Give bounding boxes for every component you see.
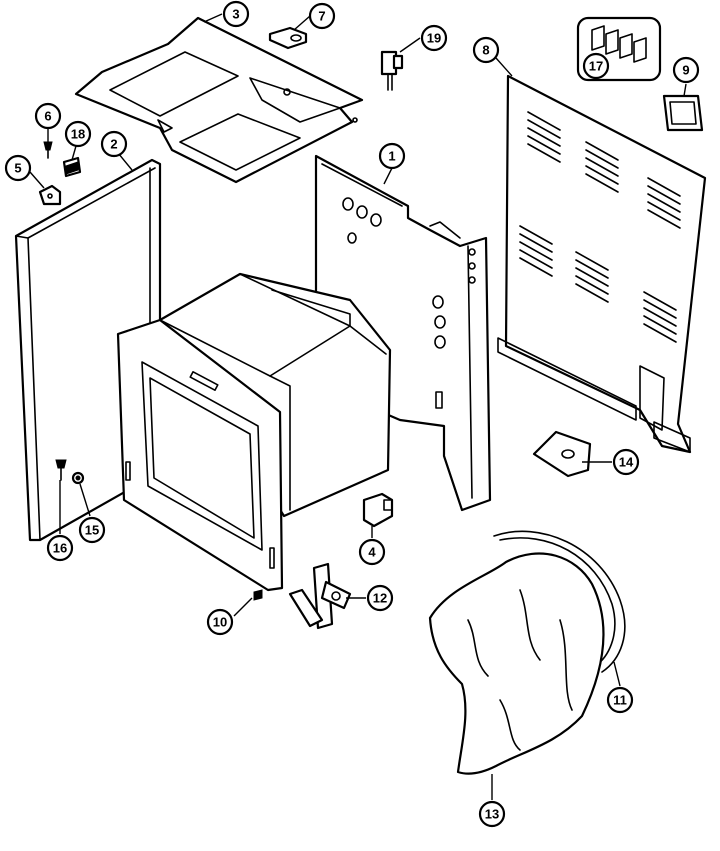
screw-6	[43, 141, 53, 159]
square-plate	[662, 94, 704, 132]
callout-15: 15	[78, 516, 106, 544]
insulation-ring	[493, 530, 626, 673]
callout-17: 17	[582, 52, 610, 80]
switch	[380, 50, 404, 91]
callout-18: 18	[64, 120, 92, 148]
svg-text:2: 2	[110, 137, 117, 152]
top-panel	[74, 16, 364, 184]
back-panel-vents	[519, 111, 681, 343]
bracket-14	[532, 430, 592, 478]
svg-text:3: 3	[232, 7, 239, 22]
svg-text:1: 1	[388, 149, 395, 164]
svg-text:12: 12	[373, 591, 387, 606]
callout-5: 5	[4, 154, 32, 182]
svg-text:14: 14	[619, 455, 634, 470]
callout-3: 3	[222, 0, 250, 28]
small-bracket	[268, 26, 308, 50]
callout-13: 13	[478, 800, 506, 828]
callout-10: 10	[206, 608, 234, 636]
side-panel	[314, 154, 492, 512]
svg-text:7: 7	[318, 9, 325, 24]
callout-19: 19	[420, 24, 448, 52]
callout-16: 16	[46, 534, 74, 562]
bracket-4	[362, 492, 394, 528]
svg-text:19: 19	[427, 31, 441, 46]
insulation-blanket	[428, 552, 605, 775]
oven-cavity	[116, 272, 392, 592]
svg-text:9: 9	[682, 63, 689, 78]
leader-lines	[29, 13, 687, 800]
callout-9: 9	[672, 56, 700, 84]
svg-text:10: 10	[213, 615, 227, 630]
svg-text:13: 13	[485, 807, 499, 822]
screw-15	[71, 471, 85, 485]
callout-7: 7	[308, 2, 336, 30]
callout-6: 6	[34, 102, 62, 130]
svg-text:8: 8	[482, 43, 489, 58]
callout-4: 4	[358, 538, 386, 566]
hinge-bracket	[38, 184, 62, 206]
svg-text:6: 6	[44, 109, 51, 124]
back-panel	[497, 74, 707, 454]
callout-2: 2	[100, 130, 128, 158]
svg-text:18: 18	[71, 127, 85, 142]
svg-text:17: 17	[589, 59, 603, 74]
clip-18	[62, 156, 82, 178]
screw-16	[55, 459, 67, 481]
svg-text:5: 5	[14, 161, 21, 176]
callout-1: 1	[378, 142, 406, 170]
svg-text:11: 11	[613, 693, 627, 708]
callout-11: 11	[606, 686, 634, 714]
callout-14: 14	[612, 448, 640, 476]
svg-text:4: 4	[368, 545, 376, 560]
latch-assembly	[288, 562, 352, 630]
callout-8: 8	[472, 36, 500, 64]
screw-10	[253, 589, 263, 601]
callout-12: 12	[366, 584, 394, 612]
svg-text:16: 16	[53, 541, 67, 556]
svg-text:15: 15	[85, 523, 99, 538]
